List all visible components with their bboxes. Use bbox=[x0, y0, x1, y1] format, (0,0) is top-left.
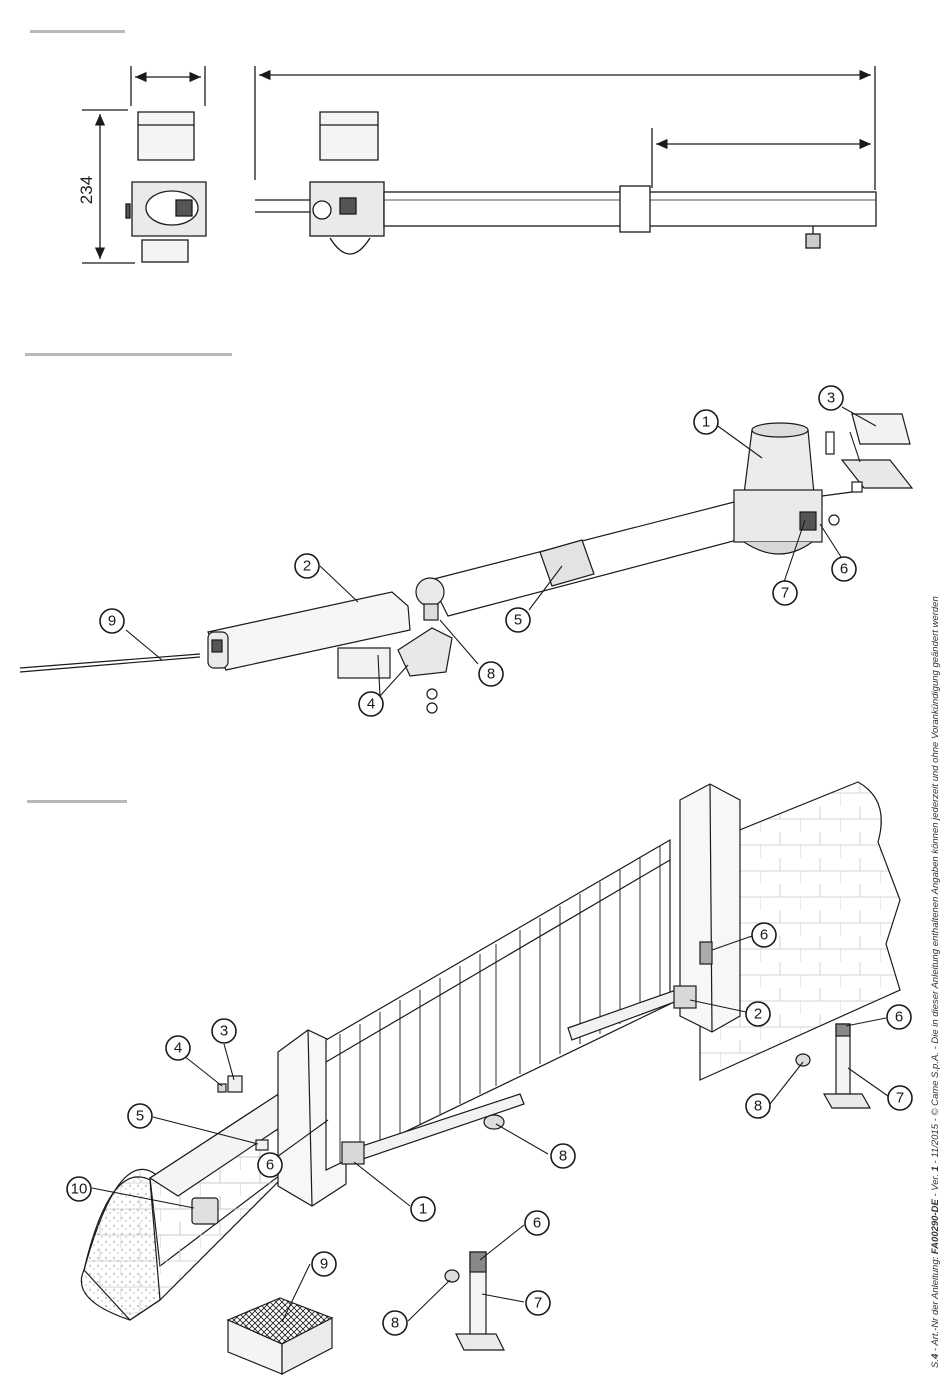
svg-text:4: 4 bbox=[174, 1040, 182, 1057]
install-callout-6-post-right: 6 bbox=[887, 1005, 911, 1029]
svg-text:6: 6 bbox=[760, 927, 768, 944]
svg-text:5: 5 bbox=[136, 1108, 144, 1125]
install-callout-6-left-pillar: 6 bbox=[258, 1153, 282, 1177]
footer-doc-code: FA00290-DE bbox=[930, 1199, 941, 1254]
install-callout-3: 3 bbox=[212, 1019, 236, 1043]
install-callout-10: 10 bbox=[67, 1177, 91, 1201]
svg-text:10: 10 bbox=[71, 1181, 88, 1198]
svg-text:9: 9 bbox=[320, 1256, 328, 1273]
footer-page-num: 4 bbox=[930, 1354, 941, 1359]
install-callout-9: 9 bbox=[312, 1252, 336, 1276]
svg-text:8: 8 bbox=[391, 1315, 399, 1332]
install-callout-8-center: 8 bbox=[551, 1144, 575, 1168]
footer-date-copyright: - 11/2015 - © Came S.p.A. - Die in diese… bbox=[930, 596, 941, 1166]
svg-text:8: 8 bbox=[754, 1098, 762, 1115]
svg-text:8: 8 bbox=[559, 1148, 567, 1165]
svg-text:7: 7 bbox=[896, 1090, 904, 1107]
svg-text:3: 3 bbox=[220, 1023, 228, 1040]
footer-vertical-text: S.4 - Art.-Nr der Anleitung: FA00290-DE … bbox=[930, 596, 941, 1368]
svg-text:1: 1 bbox=[419, 1201, 427, 1218]
svg-text:6: 6 bbox=[533, 1215, 541, 1232]
svg-text:6: 6 bbox=[895, 1009, 903, 1026]
install-callout-8-front: 8 bbox=[383, 1311, 407, 1335]
footer-ver-label: - Ver. bbox=[930, 1171, 941, 1199]
install-callout-2: 2 bbox=[746, 1002, 770, 1026]
install-callout-8-right: 8 bbox=[746, 1094, 770, 1118]
install-callout-5: 5 bbox=[128, 1104, 152, 1128]
install-callout-7-post-front: 7 bbox=[526, 1291, 550, 1315]
svg-text:2: 2 bbox=[754, 1006, 762, 1023]
footer-page: S. bbox=[930, 1359, 941, 1368]
svg-text:6: 6 bbox=[266, 1157, 274, 1174]
footer-ver-num: 1 bbox=[930, 1166, 941, 1171]
footer-art-label: - Art.-Nr der Anleitung: bbox=[930, 1254, 941, 1354]
svg-text:7: 7 bbox=[534, 1295, 542, 1312]
install-callout-4: 4 bbox=[166, 1036, 190, 1060]
install-callout-6-post-front: 6 bbox=[525, 1211, 549, 1235]
install-callout-7-post-right: 7 bbox=[888, 1086, 912, 1110]
install-callout-6-right-pillar: 6 bbox=[752, 923, 776, 947]
install-callout-1: 1 bbox=[411, 1197, 435, 1221]
